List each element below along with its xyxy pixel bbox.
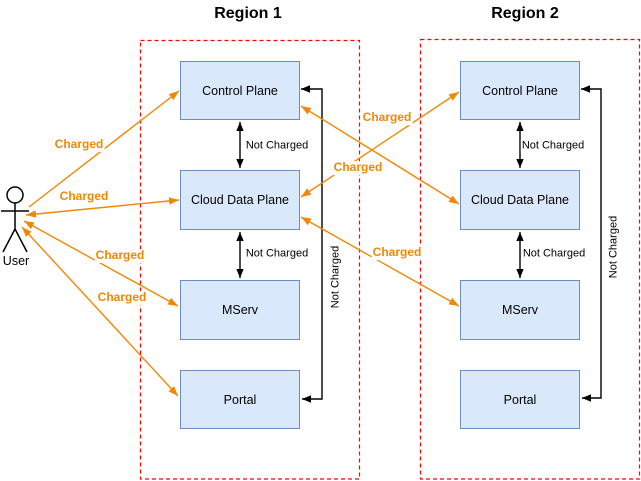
user-leg-left [2,228,16,253]
edge-label-not-charged-r2-cp-portal: Not Charged [607,214,621,280]
node-region1-control-plane: Control Plane [180,61,300,120]
node-region1-portal: Portal [180,370,300,429]
node-region2-control-plane: Control Plane [460,61,580,120]
edge-label-not-charged-r1-cp-cdp: Not Charged [244,139,310,153]
edge-label-not-charged-r1-cdp-mserv: Not Charged [244,247,310,261]
user-leg-right [14,228,28,253]
arrow-r2-cp-portal [581,85,602,402]
node-region2-cloud-data-plane: Cloud Data Plane [460,170,580,230]
edge-label-not-charged-r2-cdp-mserv: Not Charged [521,247,587,261]
arrow-r1-cp-portal [301,85,323,403]
user-actor-label: User [2,254,30,268]
edge-label-not-charged-r2-cp-cdp: Not Charged [520,139,586,153]
edge-label-charged-r1cp-r2cdp: Charged [332,160,384,175]
node-region2-portal: Portal [460,370,580,429]
edge-label-charged-user-r1portal: Charged [96,290,148,305]
edge-label-charged-r1cdp-r2cp: Charged [361,110,413,125]
edge-label-charged-user-r1cp: Charged [53,137,105,152]
edge-label-not-charged-r1-cp-portal: Not Charged [329,244,343,310]
node-region1-cloud-data-plane: Cloud Data Plane [180,170,300,230]
edge-label-charged-r1cdp-r2mserv: Charged [371,245,423,260]
region2-title: Region 2 [491,5,559,22]
arrow-r1cdp-r2mserv [300,216,460,307]
user-head [6,186,24,204]
node-region1-mserv: MServ [180,280,300,340]
region1-title: Region 1 [214,5,282,22]
arrow-r1cdp-r2cp [300,91,460,198]
not-charged-arrows [236,85,602,403]
user-actor-icon [1,186,29,253]
edge-label-charged-user-r1mserv: Charged [94,248,146,263]
edge-label-charged-user-r1cdp: Charged [58,189,110,204]
node-region2-mserv: MServ [460,280,580,340]
